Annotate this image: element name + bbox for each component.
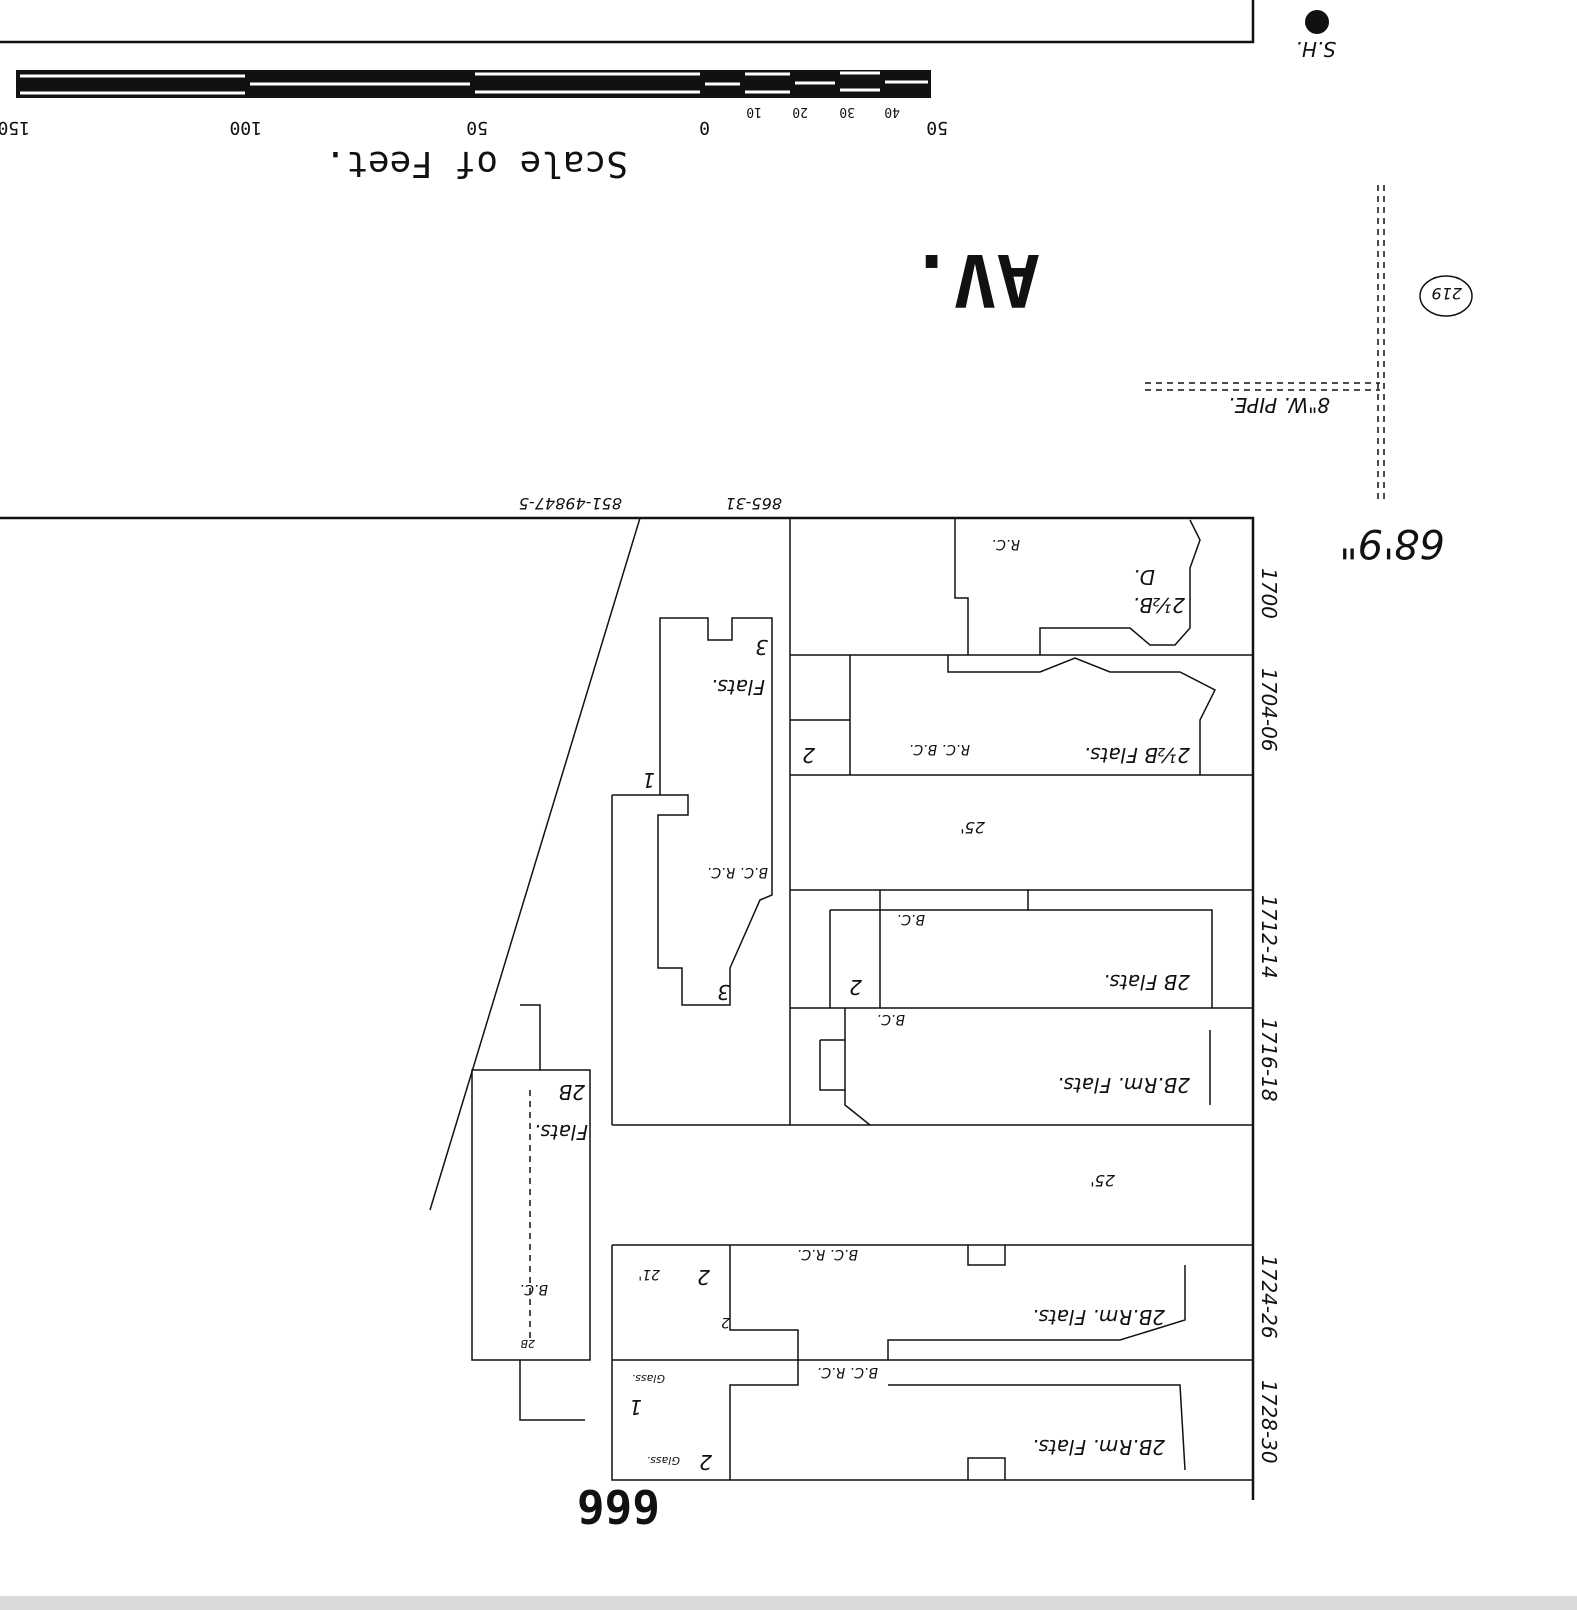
scale-tick: 50 bbox=[466, 117, 488, 138]
roof-label: B.C. bbox=[877, 1011, 905, 1027]
address-label: 1716-18 bbox=[1257, 1018, 1281, 1102]
stories-label: 2B bbox=[559, 1080, 585, 1104]
use-label: Flats. bbox=[711, 675, 765, 699]
stories-label: 2 bbox=[697, 1265, 710, 1289]
scale-tick: 40 bbox=[884, 104, 900, 119]
roof-label: B.C. bbox=[897, 911, 925, 927]
scan-edge bbox=[0, 1596, 1577, 1610]
address-label: 1724-26 bbox=[1257, 1255, 1281, 1339]
pipe-label: 8"W. PIPE. bbox=[1228, 393, 1330, 417]
use-label: Flats. bbox=[534, 1120, 588, 1144]
width-label: 25' bbox=[1090, 1171, 1115, 1190]
roof-label: R.C. B.C. bbox=[909, 741, 970, 757]
use-label: 2½B Flats. bbox=[1084, 743, 1190, 767]
roof-label: B.C. R.C. bbox=[797, 1246, 858, 1262]
line-number: 851-49847-5 bbox=[519, 494, 622, 513]
scale-tick: 20 bbox=[792, 104, 808, 119]
stories-label: 2 bbox=[721, 1314, 730, 1330]
address-label: 1700 bbox=[1257, 568, 1281, 619]
use-label: 2B.Rm. Flats. bbox=[1057, 1073, 1190, 1097]
use-label: 2B Flats. bbox=[1103, 970, 1190, 994]
scale-title: Scale of Feet. bbox=[325, 143, 628, 184]
roof-label: B.C. R.C. bbox=[707, 864, 768, 880]
street-name: AV. bbox=[910, 238, 1040, 322]
address-label: 1704-06 bbox=[1257, 668, 1281, 752]
glass-label: Glass. bbox=[632, 1372, 665, 1385]
roof-label: B.C. R.C. bbox=[817, 1364, 878, 1380]
street-width: 68'9" bbox=[1339, 520, 1445, 566]
scale-tick: 50 bbox=[926, 117, 948, 138]
scale-tick: 0 bbox=[699, 117, 710, 138]
roof-label: R.C. bbox=[992, 536, 1020, 552]
pipe-circle-icon bbox=[1419, 275, 1473, 317]
roof-label: B.C. bbox=[520, 1281, 548, 1297]
stories-label: 3 bbox=[755, 635, 768, 659]
stories-label: 2 bbox=[849, 975, 862, 999]
use-label: D. bbox=[1133, 565, 1155, 589]
scale-ticks: 150 100 50 0 10 20 30 40 50 bbox=[0, 104, 948, 138]
addresses: 1700 1704-06 1712-14 1716-18 1724-26 172… bbox=[1257, 568, 1281, 1464]
stories-label: 1 bbox=[642, 768, 655, 792]
scale-tick: 30 bbox=[839, 104, 855, 119]
pipe-number: 219 bbox=[1431, 284, 1462, 303]
stories-label: 1 bbox=[629, 1395, 642, 1419]
scale-bar bbox=[16, 70, 931, 98]
use-label: 2B.Rm. Flats. bbox=[1032, 1305, 1165, 1329]
width-label: 21' bbox=[638, 1266, 660, 1282]
address-label: 1728-30 bbox=[1257, 1380, 1281, 1464]
line-number: 865-31 bbox=[725, 494, 782, 513]
stories-label: 2B bbox=[520, 1337, 535, 1350]
stories-label: 2½B. bbox=[1133, 593, 1185, 617]
scale-tick: 100 bbox=[229, 117, 262, 138]
stories-label: 3 bbox=[717, 980, 730, 1004]
block-outline bbox=[0, 516, 1255, 1500]
use-label: 2B.Rm. Flats. bbox=[1032, 1435, 1165, 1459]
sheet-number: 666 bbox=[577, 1479, 660, 1533]
map-frame-border bbox=[0, 0, 1255, 44]
stories-label: 2 bbox=[699, 1450, 712, 1474]
glass-label: Glass. bbox=[647, 1454, 680, 1467]
scale-tick: 10 bbox=[746, 104, 762, 119]
address-label: 1712-14 bbox=[1257, 895, 1281, 979]
scale-tick: 150 bbox=[0, 117, 30, 138]
water-pipe bbox=[1145, 185, 1385, 500]
hydrant-label: S.H. bbox=[1296, 37, 1336, 61]
stories-label: 2 bbox=[802, 743, 815, 767]
hydrant-icon bbox=[1305, 10, 1329, 34]
width-label: 25' bbox=[960, 818, 985, 837]
